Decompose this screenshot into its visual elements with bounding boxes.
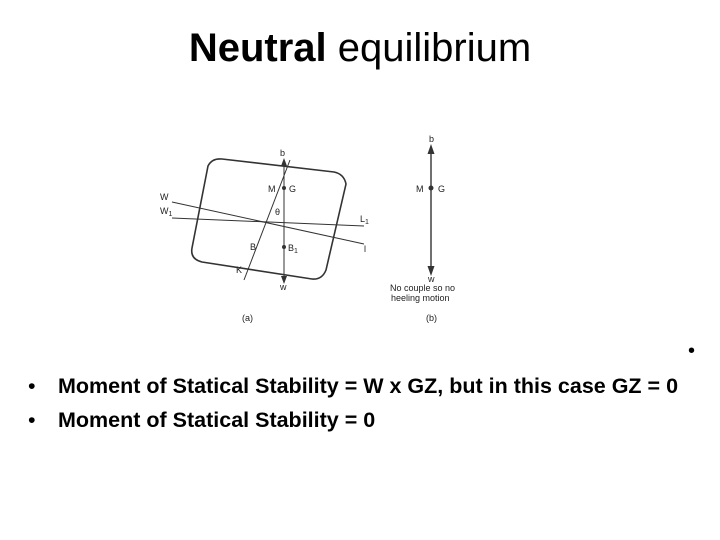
bullet-dot-icon: •	[28, 374, 36, 398]
label-w1: W1	[160, 206, 173, 218]
caption-b: (b)	[426, 313, 437, 323]
bullet-list: • Moment of Statical Stability = W x GZ,…	[26, 372, 706, 440]
label-b1: B1	[288, 243, 298, 255]
heeled-hull-outline	[190, 158, 347, 280]
note-line-2: heeling motion	[391, 293, 450, 303]
label-w-b: w	[427, 274, 435, 284]
label-g-b: G	[438, 184, 445, 194]
diagram-b: b M G w No couple so no heeling motion (…	[390, 134, 455, 323]
waterline-wl	[171, 201, 365, 245]
point-b1	[282, 245, 286, 249]
stability-diagram: b M G θ W W1 L1 l B B1 K w (a) b M G w N…	[160, 134, 455, 323]
label-w-a: w	[279, 282, 287, 292]
arrow-down-a	[281, 276, 287, 284]
bullet-text: Moment of Statical Stability = 0	[58, 408, 376, 432]
title-bold: Neutral	[188, 26, 327, 70]
arrow-down-b	[427, 266, 435, 276]
arrow-up-a	[281, 158, 287, 166]
centerline-km	[243, 159, 291, 281]
label-l: l	[364, 244, 366, 254]
bullet-item: • Moment of Statical Stability = W x GZ,…	[26, 372, 706, 400]
label-b-centre: B	[250, 242, 256, 252]
label-m-a: M	[268, 184, 276, 194]
point-mg-a	[282, 186, 286, 190]
bullet-text: Moment of Statical Stability = W x GZ, b…	[58, 374, 679, 398]
label-l1: L1	[360, 214, 369, 226]
title-rest: equilibrium	[337, 26, 532, 70]
caption-a: (a)	[242, 313, 253, 323]
waterline-w1l1	[171, 217, 365, 227]
label-w: W	[160, 192, 169, 202]
page-title: Neutral equilibrium	[0, 26, 720, 71]
diagram-a: b M G θ W W1 L1 l B B1 K w (a)	[160, 148, 369, 323]
arrow-up-b	[427, 144, 435, 154]
label-g-a: G	[289, 184, 296, 194]
label-theta: θ	[275, 207, 280, 217]
label-m-b: M	[416, 184, 424, 194]
note-line-1: No couple so no	[390, 283, 455, 293]
label-k: K	[236, 265, 242, 275]
bullet-dot-icon: •	[28, 408, 36, 432]
point-mg-b	[428, 185, 434, 191]
label-b-b: b	[429, 134, 434, 144]
stray-bullet: •	[688, 340, 696, 362]
label-b-a: b	[280, 148, 285, 158]
bullet-item: • Moment of Statical Stability = 0	[26, 406, 706, 434]
